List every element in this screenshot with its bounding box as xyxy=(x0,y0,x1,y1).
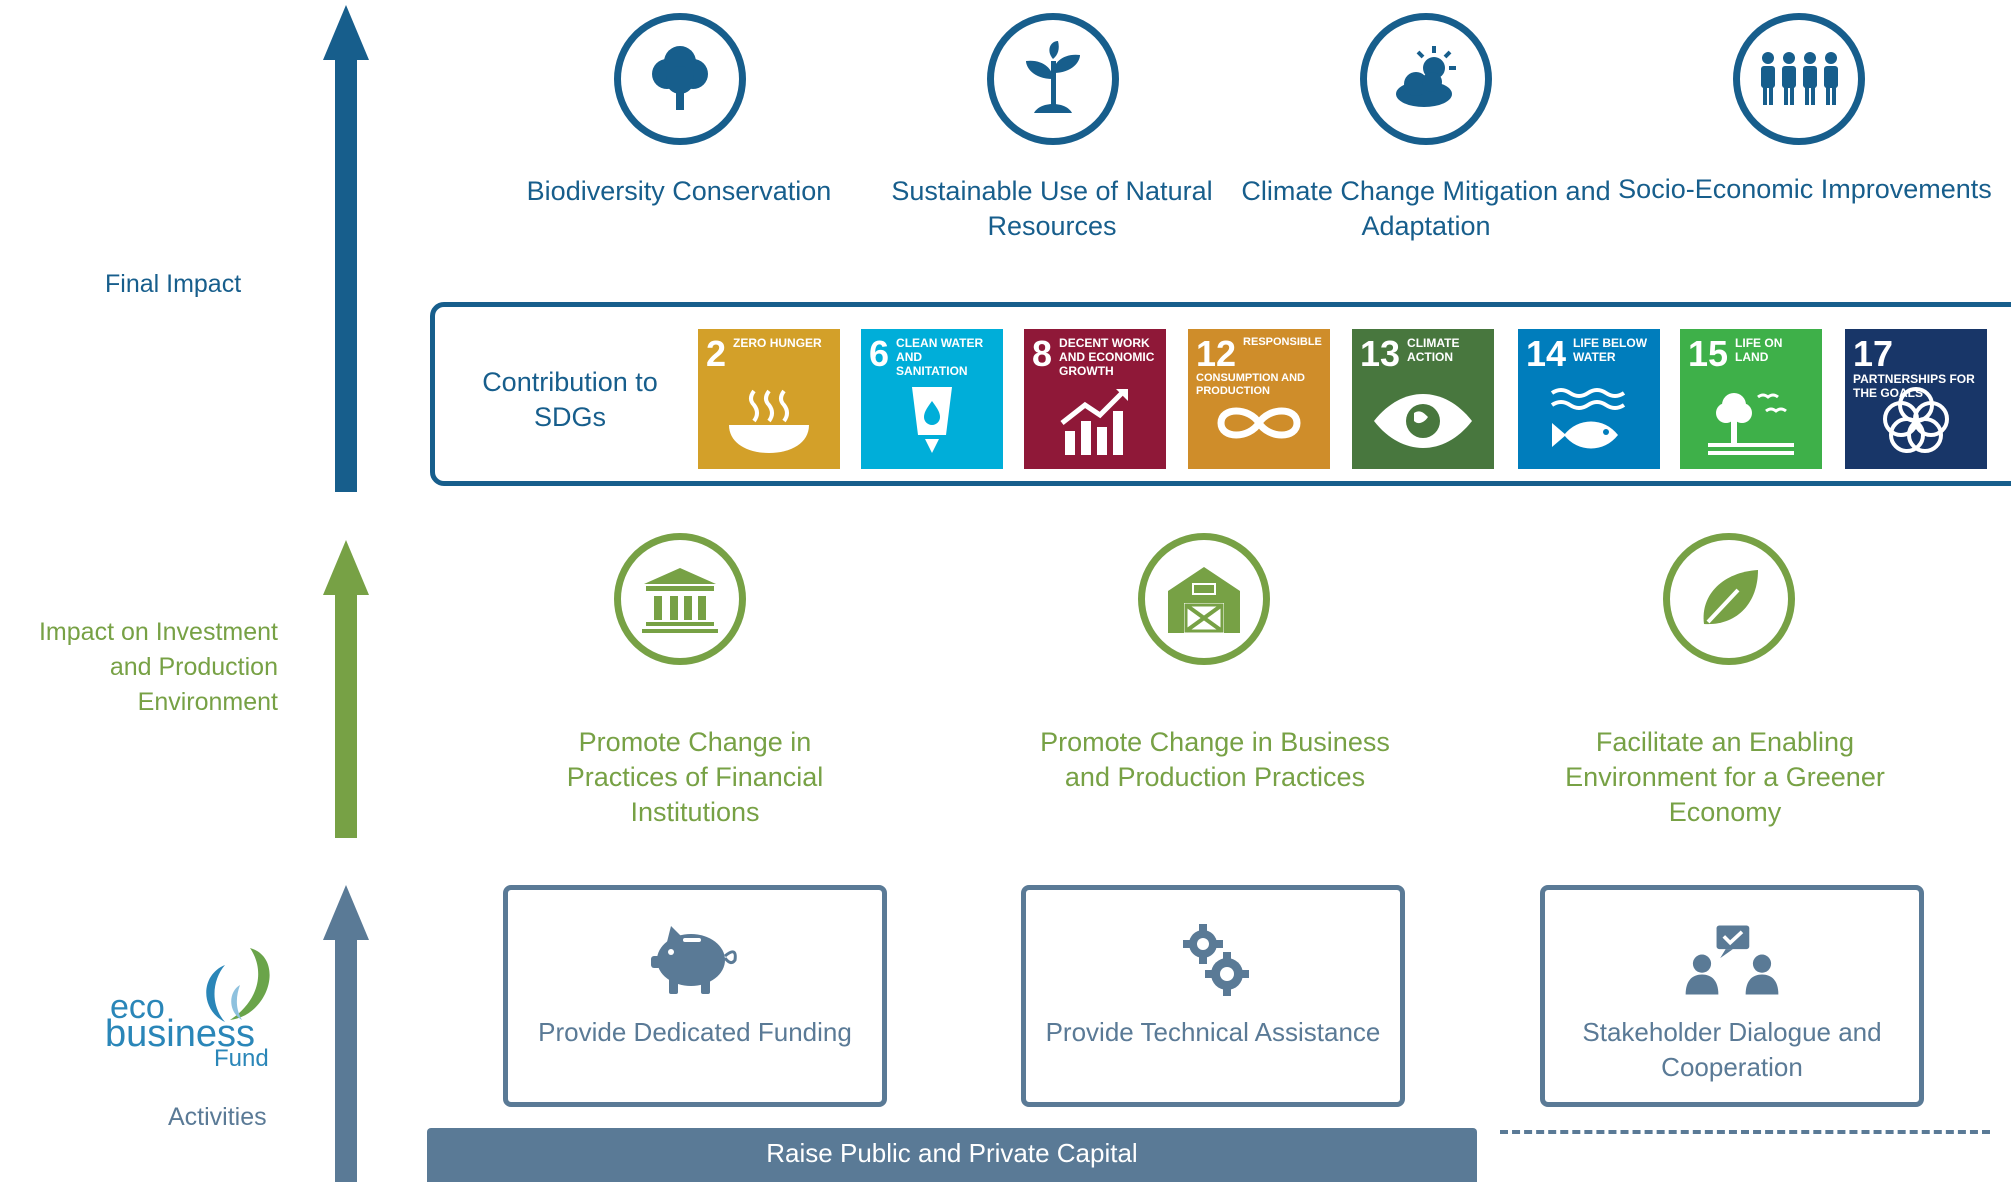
sdg-name: PARTNERSHIPS FOR THE GOALS xyxy=(1853,372,1975,400)
investment-arrow-head xyxy=(323,540,369,595)
sdg-tile-15: 15 LIFE ON LAND xyxy=(1680,329,1822,469)
financial-institutions-circle xyxy=(614,533,746,665)
sdg-tile-6: 6 CLEAN WATER AND SANITATION xyxy=(861,329,1003,469)
tree-icon xyxy=(652,46,708,110)
sdg-name: LIFE ON LAND xyxy=(1735,336,1783,364)
sdg-name: RESPONSIBLE CONSUMPTION AND PRODUCTION xyxy=(1196,336,1322,397)
logo-text-fund: Fund xyxy=(214,1045,269,1072)
sdg-number: 17 xyxy=(1853,333,1894,374)
sdg-number: 6 xyxy=(869,333,890,374)
sdg-tile-14: 14 LIFE BELOW WATER xyxy=(1518,329,1660,469)
infinity-icon xyxy=(1217,407,1301,439)
level-label-activities: Activities xyxy=(168,1103,267,1131)
sdg-number: 13 xyxy=(1360,333,1401,374)
growth-chart-icon xyxy=(1060,389,1128,455)
sdg-name: DECENT WORK AND ECONOMIC GROWTH xyxy=(1059,336,1155,378)
sdg-number: 2 xyxy=(706,333,727,374)
climate-circle xyxy=(1360,13,1492,145)
tree-birds-icon xyxy=(1708,393,1794,455)
dialogue-icon xyxy=(1685,925,1779,995)
impact-label-biodiversity: Biodiversity Conservation xyxy=(526,176,832,206)
final-impact-arrow-head xyxy=(323,5,369,60)
activities-arrow-head xyxy=(323,885,369,940)
people-icon xyxy=(1761,52,1838,105)
logo-text-eco: eco xyxy=(110,988,165,1026)
sdg-tile-2: 2 ZERO HUNGER xyxy=(698,329,840,469)
biodiversity-circle xyxy=(614,13,746,145)
sdg-name: LIFE BELOW WATER xyxy=(1573,336,1648,364)
activity-label-technical-assistance: Provide Technical Assistance xyxy=(1045,1017,1381,1047)
sdg-number: 15 xyxy=(1688,333,1729,374)
rings-icon xyxy=(1883,387,1949,453)
sdg-title: Contribution to SDGs xyxy=(482,367,658,432)
activity-label-funding: Provide Dedicated Funding xyxy=(538,1017,852,1047)
eye-globe-icon xyxy=(1374,394,1472,448)
sdg-contribution-box xyxy=(430,302,2011,486)
impact-label-business-practices: Promote Change in Business and Productio… xyxy=(1040,727,1390,792)
impact-label-sustainable-use: Sustainable Use of Natural Resources xyxy=(891,176,1213,241)
logo-text-business: business xyxy=(105,1013,255,1055)
sdg-tile-8: 8 DECENT WORK AND ECONOMIC GROWTH xyxy=(1024,329,1166,469)
gears-icon xyxy=(1183,924,1249,996)
sdg-name: CLEAN WATER AND SANITATION xyxy=(896,336,984,378)
investment-arrow-shaft xyxy=(335,593,357,838)
impact-label-socio-economic: Socio-Economic Improvements xyxy=(1618,174,1992,204)
impact-label-greener-economy: Facilitate an Enabling Environment for a… xyxy=(1565,727,1885,827)
logo-swirl-icon xyxy=(206,948,270,1022)
activities-arrow-shaft xyxy=(335,938,357,1182)
socio-economic-circle xyxy=(1733,13,1865,145)
sdg-name: ZERO HUNGER xyxy=(733,336,822,350)
business-practices-circle xyxy=(1138,533,1270,665)
greener-economy-circle xyxy=(1663,533,1795,665)
level-label-investment-impact: Impact on Investment and Production Envi… xyxy=(38,618,278,716)
activity-box-technical-assistance: Provide Technical Assistance xyxy=(1021,885,1405,1107)
sdg-name: CLIMATE ACTION xyxy=(1407,336,1460,364)
water-cup-icon xyxy=(912,387,952,453)
piggy-bank-icon xyxy=(651,926,737,994)
sun-cloud-icon xyxy=(1396,46,1456,107)
leaf-icon xyxy=(1703,570,1758,625)
impact-label-climate: Climate Change Mitigation and Adaptation xyxy=(1241,176,1611,241)
sdg-tile-12: 12 RESPONSIBLE CONSUMPTION AND PRODUCTIO… xyxy=(1188,329,1330,469)
activity-box-funding: Provide Dedicated Funding xyxy=(503,885,887,1107)
level-label-final-impact: Final Impact xyxy=(105,270,242,298)
sdg-number: 14 xyxy=(1526,333,1567,374)
bowl-icon xyxy=(729,389,809,453)
sdg-tile-13: 13 CLIMATE ACTION xyxy=(1352,329,1494,469)
sdg-number: 12 xyxy=(1196,333,1237,374)
impact-label-financial-institutions: Promote Change in Practices of Financial… xyxy=(566,727,824,827)
sdg-tile-17: 17 PARTNERSHIPS FOR THE GOALS xyxy=(1845,329,1987,469)
final-impact-arrow-shaft xyxy=(335,58,357,492)
sustainable-use-circle xyxy=(987,13,1119,145)
eco-business-fund-logo: eco business Fund xyxy=(100,940,290,1075)
bank-icon xyxy=(642,568,718,633)
raise-capital-label: Raise Public and Private Capital xyxy=(766,1138,1138,1168)
fish-icon xyxy=(1550,388,1626,449)
barn-icon xyxy=(1168,567,1240,633)
raise-capital-bar: Raise Public and Private Capital xyxy=(427,1128,1477,1182)
sdg-number: 8 xyxy=(1032,333,1053,374)
dashed-continuation-line xyxy=(1500,1130,1990,1134)
activity-label-stakeholder-dialogue: Stakeholder Dialogue and Cooperation xyxy=(1582,1017,1882,1082)
activity-box-stakeholder-dialogue: Stakeholder Dialogue and Cooperation xyxy=(1540,885,1924,1107)
seedling-icon xyxy=(1026,41,1080,113)
